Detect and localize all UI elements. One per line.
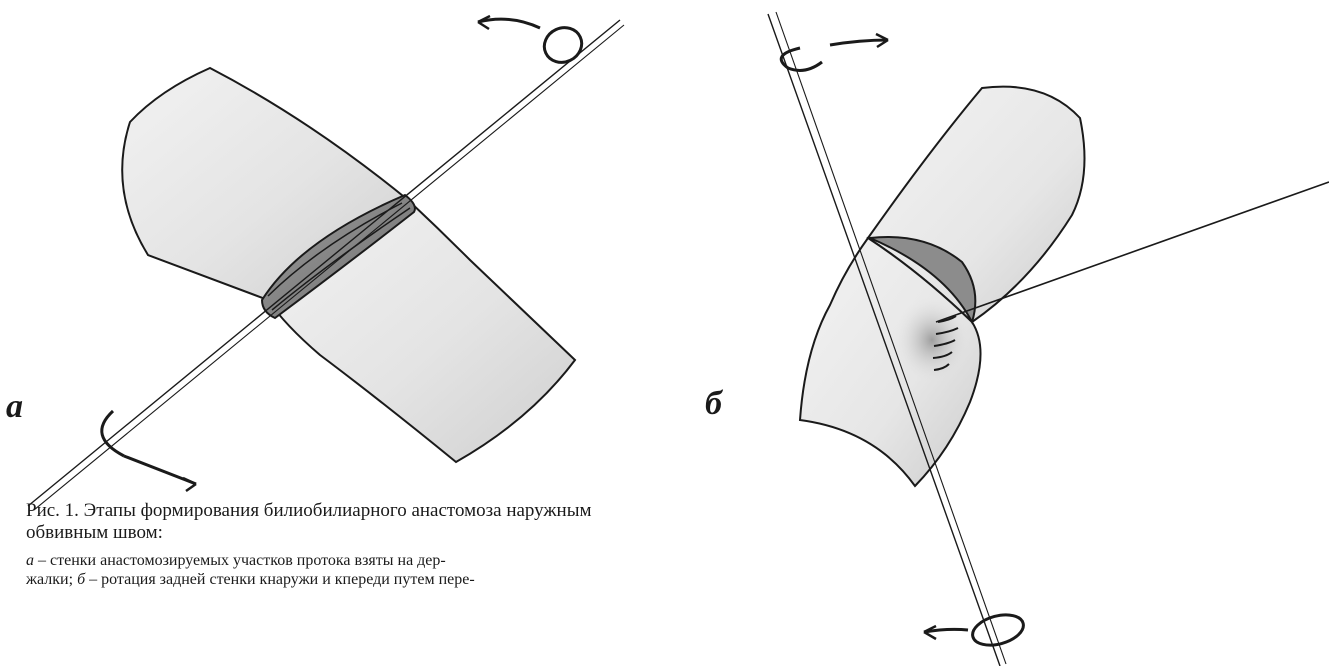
legend-key-a: а	[26, 552, 34, 569]
rotation-arrow-top	[478, 16, 587, 68]
caption-legend: а – стенки анастомозируемых участков про…	[26, 551, 608, 589]
panel-label-a: а	[6, 390, 23, 424]
rotation-arrow-top	[781, 34, 888, 70]
figure-caption: Рис. 1. Этапы формирования билиобилиарно…	[26, 500, 608, 589]
figure-panel-b	[700, 0, 1329, 666]
caption-title: Рис. 1. Этапы формирования билиобилиарно…	[26, 500, 608, 544]
legend-text-b: – ротация задней стенки кнаружи и кперед…	[85, 571, 475, 588]
legend-key-b: б	[77, 571, 85, 588]
holder-thread	[28, 20, 620, 506]
legend-text-a: – стенки анастомозируемых участков прото…	[34, 552, 446, 569]
legend-text-a-cont: жалки;	[26, 571, 77, 588]
rotation-arrow-bottom	[924, 610, 1027, 651]
rotation-arrow-bottom	[102, 411, 196, 491]
duct-illustration-b	[700, 0, 1329, 666]
panel-label-b: б	[705, 387, 722, 421]
